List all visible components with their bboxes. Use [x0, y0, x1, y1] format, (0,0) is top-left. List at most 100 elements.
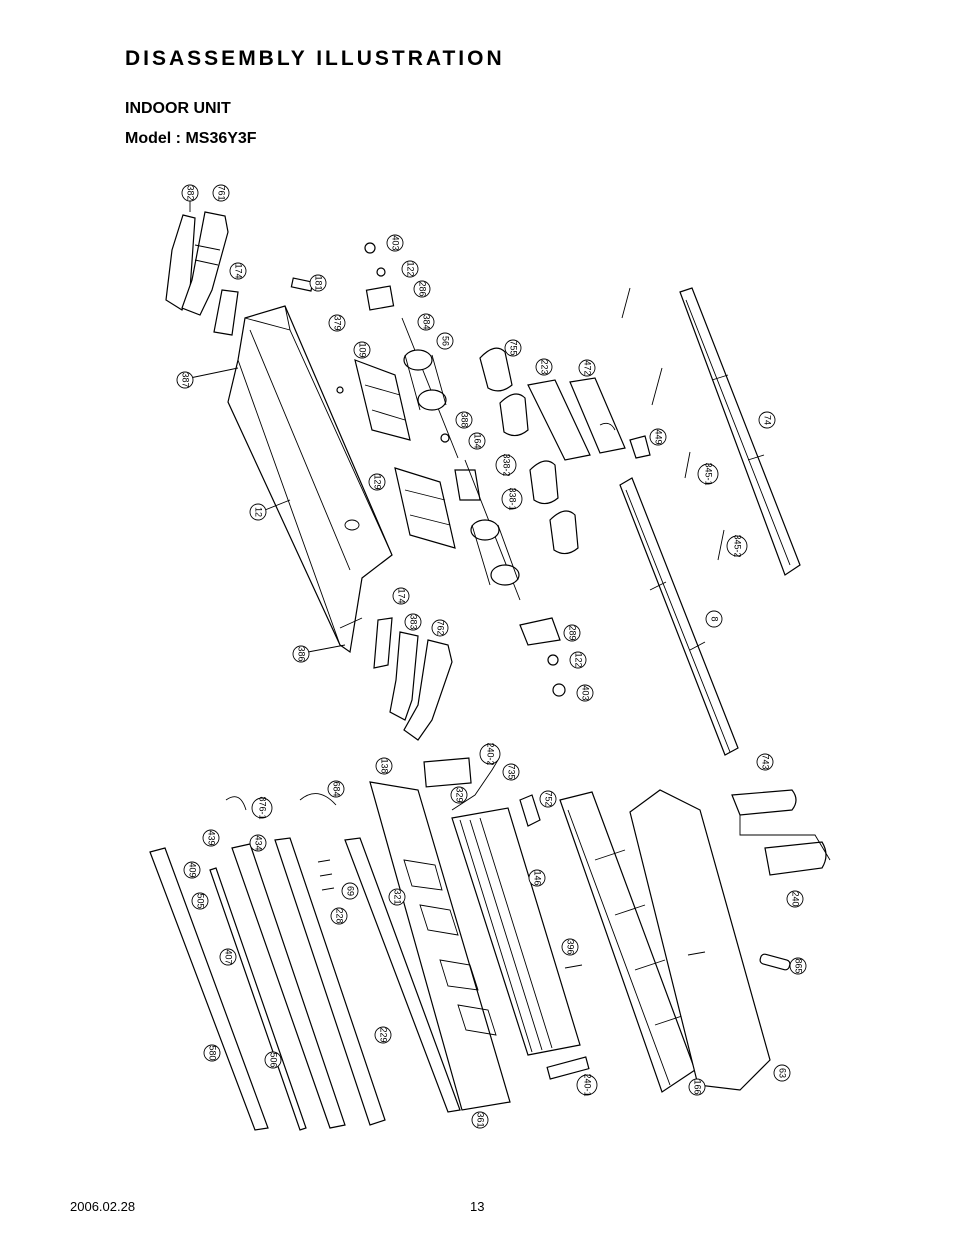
callout-755: 755: [504, 339, 522, 357]
svg-text:109: 109: [358, 342, 368, 357]
callout-181: 181: [309, 274, 327, 292]
side-cover-382: [165, 214, 196, 311]
svg-text:228: 228: [335, 908, 345, 923]
svg-text:403: 403: [391, 235, 401, 250]
fan-housing-129: [394, 467, 456, 549]
callout-74: 74: [758, 411, 776, 429]
svg-text:472: 472: [583, 360, 593, 375]
svg-text:8: 8: [710, 616, 720, 621]
svg-text:449: 449: [654, 429, 664, 444]
svg-text:865: 865: [794, 958, 804, 973]
svg-text:379: 379: [333, 315, 343, 330]
callout-223: 223: [535, 358, 553, 376]
callout-240-1: 240-1: [576, 1073, 598, 1097]
callout-382: 382: [181, 184, 199, 212]
svg-text:755: 755: [509, 340, 519, 355]
callout-383: 383: [404, 613, 422, 631]
svg-text:684: 684: [332, 781, 342, 796]
callout-338-1: 338-1: [501, 487, 523, 511]
svg-text:174: 174: [397, 588, 407, 603]
remote-holder-240-2: [423, 757, 472, 788]
callout-403b: 403: [576, 684, 594, 702]
callout-329: 329: [450, 786, 468, 804]
side-cover-383: [389, 631, 419, 721]
svg-text:345-1: 345-1: [704, 462, 714, 485]
callout-506: 506: [264, 1051, 282, 1069]
callout-876-1: 876-1: [251, 796, 273, 820]
tray-472: [569, 377, 626, 454]
callout-228: 228: [330, 907, 348, 925]
callout-129: 129: [368, 473, 386, 491]
svg-text:762: 762: [436, 620, 446, 635]
svg-text:56: 56: [441, 336, 451, 346]
callout-865: 865: [789, 957, 807, 975]
svg-text:63: 63: [778, 1068, 788, 1078]
svg-text:761: 761: [217, 185, 227, 200]
svg-text:505: 505: [196, 893, 206, 908]
svg-text:69: 69: [346, 886, 356, 896]
remote-240: [764, 841, 827, 876]
callout-384: 384: [417, 313, 435, 331]
callout-762: 762: [431, 619, 449, 637]
svg-text:174: 174: [234, 263, 244, 278]
callout-338-2: 338-2: [495, 453, 517, 477]
callout-743: 743: [756, 753, 774, 771]
side-cover-761: [181, 211, 229, 316]
footer-page-number: 13: [470, 1199, 485, 1214]
svg-text:240-2: 240-2: [486, 742, 496, 765]
svg-text:240: 240: [791, 891, 801, 906]
section-heading: INDOOR UNIT: [125, 100, 231, 117]
callout-286: 286: [413, 280, 431, 298]
callout-8: 8: [705, 610, 723, 628]
remote-743: [731, 789, 797, 816]
plate-289: [519, 617, 561, 646]
callout-122a: 122: [401, 260, 419, 278]
callout-403a: 403: [386, 234, 404, 252]
callout-580: 580: [203, 1044, 221, 1062]
svg-text:735: 735: [507, 764, 517, 779]
chassis-12: [227, 305, 393, 654]
callout-752: 752: [539, 790, 557, 808]
callout-387: 387: [176, 367, 239, 389]
svg-text:409: 409: [188, 862, 198, 877]
callout-345-1: 345-1: [697, 462, 719, 486]
callout-229: 229: [374, 1026, 392, 1044]
svg-text:122: 122: [574, 652, 584, 667]
callout-761: 761: [212, 184, 230, 202]
panel-580: [149, 847, 269, 1131]
model-heading: Model : MS36Y3F: [125, 130, 257, 147]
callout-138: 138: [375, 757, 393, 775]
callout-449: 449: [649, 428, 667, 446]
fan-housing-109: [354, 359, 411, 441]
fan-56-a: [403, 349, 433, 371]
front-grille-8: [619, 477, 739, 756]
svg-text:166: 166: [693, 1079, 703, 1094]
strip-229b: [274, 837, 386, 1126]
svg-text:580: 580: [208, 1045, 218, 1060]
svg-text:164: 164: [473, 433, 483, 448]
callout-379: 379: [328, 314, 346, 332]
svg-text:388: 388: [460, 412, 470, 427]
svg-text:752: 752: [544, 791, 554, 806]
svg-text:407: 407: [224, 949, 234, 964]
callout-407: 407: [219, 948, 237, 966]
callout-174b: 174: [392, 587, 410, 605]
fan-338-b: [490, 564, 520, 586]
callout-321: 321: [388, 888, 406, 906]
callout-735: 735: [502, 763, 520, 781]
svg-text:361: 361: [476, 1112, 486, 1127]
callout-12: 12: [249, 499, 291, 521]
callout-505: 505: [191, 892, 209, 910]
callout-63: 63: [773, 1064, 791, 1082]
motor-164: [454, 469, 481, 501]
svg-text:403: 403: [581, 685, 591, 700]
svg-text:384: 384: [422, 314, 432, 329]
callout-388: 388: [455, 411, 473, 429]
callout-386: 386: [292, 644, 346, 663]
svg-text:329: 329: [455, 787, 465, 802]
svg-text:181: 181: [314, 275, 324, 290]
callout-240-2: 240-2: [479, 742, 501, 766]
svg-text:12: 12: [254, 507, 264, 517]
svg-text:345-2: 345-2: [733, 534, 743, 557]
callout-146: 146: [528, 869, 546, 887]
